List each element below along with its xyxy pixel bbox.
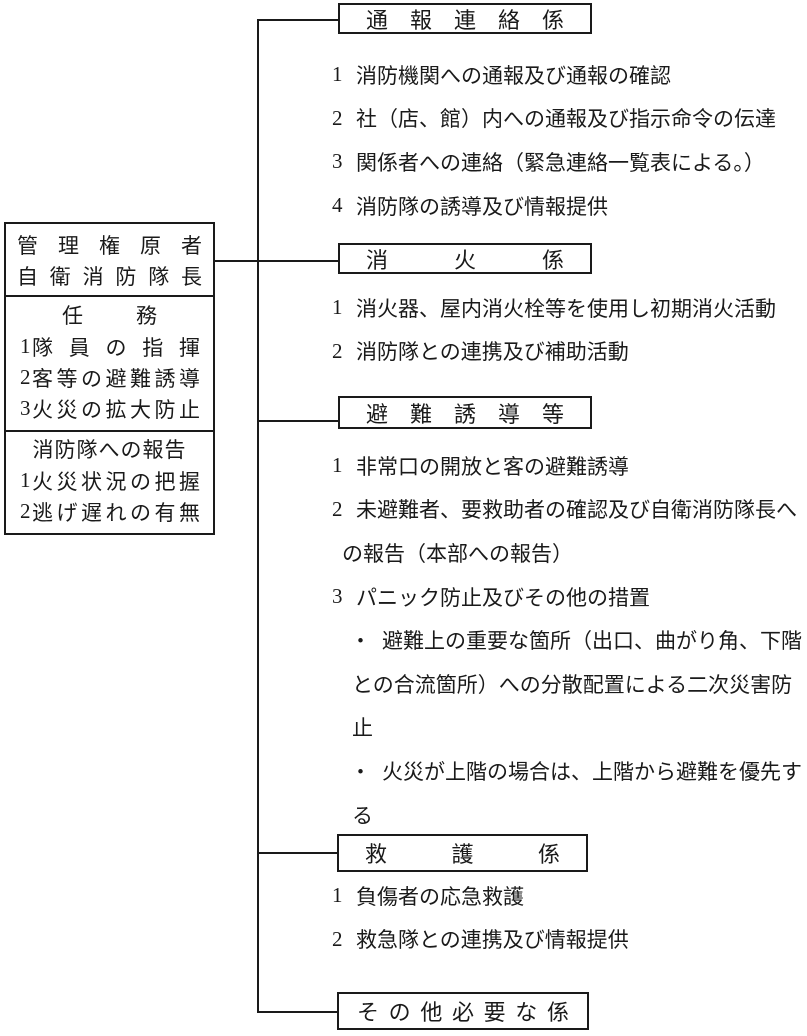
- report-item: 2 逃げ遅れの有無: [6, 496, 213, 527]
- item-text: 消火器、屋内消火栓等を使用し初期消火活動: [356, 296, 776, 321]
- root-title-section: 管理権原者 自衛消防隊長: [6, 224, 213, 297]
- branch-title: 消火係: [366, 247, 564, 273]
- item-text: パニック防止及びその他の措置: [356, 585, 650, 610]
- list-item: 2 救急隊との連携及び情報提供: [326, 918, 804, 962]
- duties-title: 任務: [62, 304, 157, 328]
- duties-section: 任務 1 隊員の指揮 2 客等の避難誘導 3 火災の拡大防止: [6, 297, 213, 432]
- item-text: 火災の拡大防止: [32, 397, 200, 422]
- branch-box-sonota: その他必要な係: [337, 992, 589, 1030]
- sub-bullet-continuation: との合流箇所）への分散配置による二次災害防: [326, 662, 804, 706]
- branch-box-hinan-yudo: 避難誘導等: [338, 396, 592, 429]
- duty-item: 1 隊員の指揮: [6, 331, 213, 362]
- branch-title: 通報連絡係: [366, 7, 564, 33]
- item-text: る: [352, 803, 373, 828]
- hinan-yudo-list: 1 非常口の開放と客の避難誘導 2 未避難者、要救助者の確認及び自衛消防隊長へ …: [326, 444, 804, 836]
- list-item: 2 未避難者、要救助者の確認及び自衛消防隊長へ: [326, 488, 804, 532]
- item-text: 非常口の開放と客の避難誘導: [356, 454, 629, 479]
- item-number: 1: [332, 453, 343, 478]
- sub-bullet-item: ・ 避難上の重要な箇所（出口、曲がり角、下階: [326, 618, 804, 662]
- list-item: 2 消防隊との連携及び補助活動: [326, 330, 804, 374]
- item-text: 客等の避難誘導: [32, 366, 200, 391]
- item-text: 消防隊の誘導及び情報提供: [356, 194, 608, 219]
- item-number: 3: [20, 396, 31, 420]
- item-number: 2: [20, 499, 31, 523]
- item-number: 1: [332, 883, 343, 908]
- connector-branch-sonota: [257, 1011, 339, 1013]
- list-item: 1 消火器、屋内消火栓等を使用し初期消火活動: [326, 286, 804, 330]
- list-item: 3 パニック防止及びその他の措置: [326, 575, 804, 619]
- item-number: 2: [332, 105, 343, 130]
- branch-title: 避難誘導等: [366, 401, 564, 427]
- item-number: 1: [20, 334, 31, 358]
- branch-title: 救護係: [365, 842, 560, 867]
- root-title-line1: 管理権原者: [17, 233, 202, 258]
- tsuho-renraku-list: 1 消防機関への通報及び通報の確認 2 社（店、館）内への通報及び指示命令の伝達…: [326, 53, 804, 227]
- kyugo-list: 1 負傷者の応急救護 2 救急隊との連携及び情報提供: [326, 874, 804, 961]
- item-text: 火災が上階の場合は、上階から避難を優先す: [382, 759, 802, 784]
- item-text: 火災状況の把握: [32, 469, 200, 494]
- item-text: 隊員の指揮: [32, 335, 200, 360]
- item-number: 1: [332, 62, 343, 87]
- item-number: 2: [332, 496, 343, 521]
- item-number: 2: [332, 338, 343, 363]
- list-item: 1 負傷者の応急救護: [326, 874, 804, 918]
- bullet-icon: ・: [350, 629, 371, 654]
- list-item: 4 消防隊の誘導及び情報提供: [326, 184, 804, 228]
- list-item: 1 非常口の開放と客の避難誘導: [326, 444, 804, 488]
- item-text: 消防隊との連携及び補助活動: [356, 340, 629, 365]
- sub-bullet-continuation: る: [326, 793, 804, 837]
- list-item: 2 社（店、館）内への通報及び指示命令の伝達: [326, 97, 804, 141]
- item-text: 消防機関への通報及び通報の確認: [356, 63, 671, 88]
- item-text: との合流箇所）への分散配置による二次災害防: [352, 672, 793, 697]
- connector-branch-tsuho: [257, 19, 340, 21]
- item-text: 逃げ遅れの有無: [32, 500, 200, 525]
- branch-title: その他必要な係: [357, 1000, 569, 1025]
- item-number: 4: [332, 193, 343, 218]
- connector-branch-kyugo: [257, 852, 339, 854]
- item-number: 3: [332, 149, 343, 174]
- report-section: 消防隊への報告 1 火災状況の把握 2 逃げ遅れの有無: [6, 432, 213, 533]
- report-item: 1 火災状況の把握: [6, 465, 213, 496]
- item-text: 負傷者の応急救護: [356, 884, 524, 909]
- item-text: 救急隊との連携及び情報提供: [356, 928, 629, 953]
- item-text: 止: [352, 716, 373, 741]
- sub-bullet-continuation: 止: [326, 706, 804, 750]
- item-text: 社（店、館）内への通報及び指示命令の伝達: [356, 107, 776, 132]
- root-title-line2: 自衛消防隊長: [17, 264, 202, 289]
- duty-item: 3 火災の拡大防止: [6, 393, 213, 424]
- connector-root-to-shoka: [213, 260, 340, 262]
- shoka-list: 1 消火器、屋内消火栓等を使用し初期消火活動 2 消防隊との連携及び補助活動: [326, 286, 804, 373]
- duty-item: 2 客等の避難誘導: [6, 362, 213, 393]
- branch-box-shoka: 消火係: [338, 243, 592, 274]
- root-box-commander: 管理権原者 自衛消防隊長 任務 1 隊員の指揮 2 客等の避難誘導 3 火災の拡…: [4, 222, 215, 535]
- connector-branch-hinan: [257, 420, 340, 422]
- item-text: の報告（本部への報告）: [342, 541, 573, 566]
- report-title: 消防隊への報告: [32, 438, 187, 462]
- item-number: 1: [332, 295, 343, 320]
- list-item-continuation: の報告（本部への報告）: [326, 531, 804, 575]
- bullet-icon: ・: [350, 759, 371, 784]
- connector-trunk-line: [257, 19, 259, 1013]
- item-number: 3: [332, 584, 343, 609]
- branch-box-tsuho-renraku: 通報連絡係: [338, 3, 592, 34]
- sub-bullet-item: ・ 火災が上階の場合は、上階から避難を優先す: [326, 749, 804, 793]
- item-number: 2: [20, 365, 31, 389]
- list-item: 1 消防機関への通報及び通報の確認: [326, 53, 804, 97]
- item-number: 2: [332, 926, 343, 951]
- branch-box-kyugo: 救護係: [337, 834, 588, 872]
- item-text: 関係者への連絡（緊急連絡一覧表による。）: [356, 150, 765, 175]
- list-item: 3 関係者への連絡（緊急連絡一覧表による。）: [326, 140, 804, 184]
- item-text: 未避難者、要救助者の確認及び自衛消防隊長へ: [356, 498, 797, 523]
- item-number: 1: [20, 468, 31, 492]
- item-text: 避難上の重要な箇所（出口、曲がり角、下階: [382, 629, 802, 654]
